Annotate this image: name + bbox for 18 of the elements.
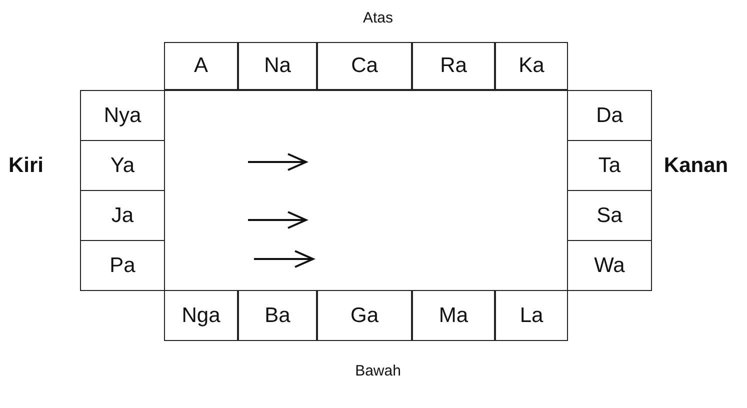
syllable-cell: Ma <box>412 290 495 341</box>
syllable-cell: Ka <box>495 42 568 90</box>
syllable-cell: La <box>495 290 568 341</box>
syllable-cell: A <box>164 42 238 90</box>
syllable-cell: Ra <box>412 42 495 90</box>
syllable-cell: Pa <box>80 240 165 291</box>
syllable-cell: Nya <box>80 90 165 141</box>
side-label: Kanan <box>664 154 728 178</box>
side-label: Kiri <box>8 154 44 178</box>
syllable-cell: Nga <box>164 290 238 341</box>
syllable-cell: Ba <box>238 290 317 341</box>
syllable-cell: Ga <box>317 290 412 341</box>
syllable-cell: Da <box>567 90 652 141</box>
side-label: Atas <box>363 10 393 26</box>
syllable-cell: Na <box>238 42 317 90</box>
side-label: Bawah <box>355 362 401 380</box>
syllable-cell: Wa <box>567 240 652 291</box>
syllable-cell: Ca <box>317 42 412 90</box>
